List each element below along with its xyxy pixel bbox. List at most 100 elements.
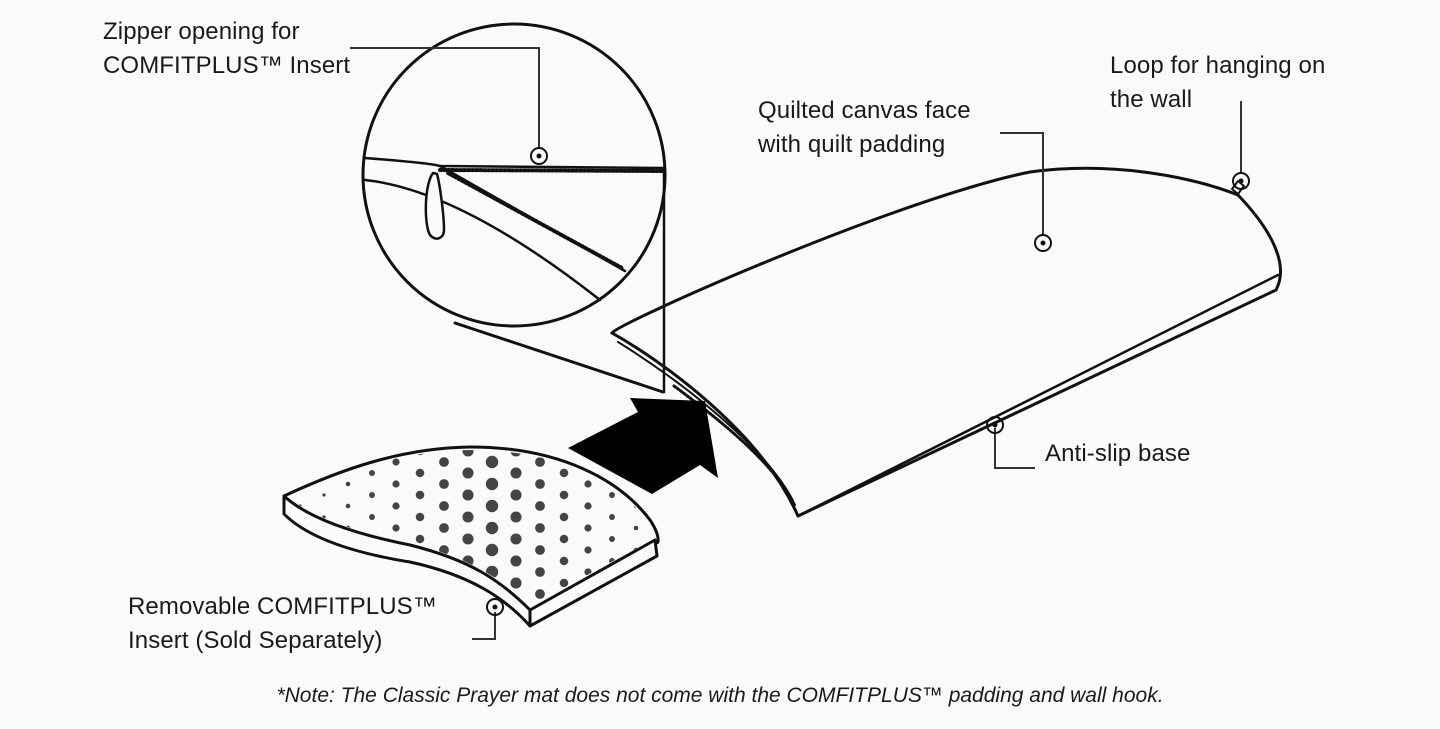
insert-dot	[462, 511, 474, 523]
insert-dot	[439, 501, 449, 511]
insert-dot	[535, 589, 545, 599]
insert-dot	[609, 646, 615, 652]
insert-dot	[462, 450, 474, 457]
leader-antislip	[994, 428, 1035, 469]
insert-dot	[609, 536, 615, 542]
insert-dot	[369, 514, 375, 520]
callout-antislip-line1: Anti-slip base	[1045, 440, 1191, 467]
target-marker-insert	[486, 598, 504, 616]
insert-dot	[462, 621, 473, 632]
insert-dot	[584, 612, 591, 619]
mat-edge-line	[363, 178, 602, 302]
insert-dot	[634, 636, 639, 641]
insert-dot	[298, 482, 302, 486]
callout-insert-line2: Insert (Sold Separately)	[128, 627, 383, 654]
insert-dot	[298, 570, 302, 574]
insert-side	[282, 494, 659, 628]
insert-dot	[535, 545, 545, 555]
insert-dot	[322, 450, 326, 453]
insert-dot	[392, 480, 400, 488]
insert-dot	[439, 633, 449, 643]
insert-dot	[322, 669, 325, 672]
insert-dot	[392, 546, 400, 554]
wall-loop-icon	[1231, 180, 1245, 195]
insert-dot	[535, 501, 545, 511]
insert-dot	[535, 479, 545, 489]
target-marker-loop	[1232, 172, 1250, 190]
insert-dot	[369, 450, 375, 454]
insert-dot	[510, 555, 522, 567]
insert-dot	[486, 434, 498, 446]
zipper-magnifier	[361, 22, 667, 394]
insert-direction-arrow-icon	[568, 398, 718, 494]
callout-quilted-face: Quilted canvas face with quilt padding	[758, 94, 971, 162]
leader-quilted	[1000, 132, 1044, 235]
insert-dot	[535, 435, 545, 445]
insert-dot	[369, 580, 375, 586]
zipper-teeth-diag	[446, 171, 624, 270]
insert-dot	[345, 569, 351, 575]
insert-dot	[559, 450, 569, 456]
insert-dot	[535, 567, 545, 577]
insert-dot	[486, 654, 498, 666]
insert-dot	[633, 591, 639, 597]
insert-dot	[322, 581, 326, 585]
insert-dot	[609, 668, 615, 674]
zipper-pull-icon	[424, 171, 446, 240]
insert-dot	[369, 470, 375, 476]
insert-dot	[462, 599, 474, 606]
callout-removable-insert: Removable COMFITPLUS™ Insert (Sold Separ…	[128, 590, 437, 658]
insert-dot	[510, 533, 522, 545]
target-marker-antislip	[986, 416, 1004, 434]
insert-dot	[485, 477, 499, 491]
insert-dot	[658, 669, 661, 672]
insert-dot	[559, 512, 569, 522]
insert-dot	[415, 512, 425, 522]
insert-dot	[658, 515, 661, 518]
insert-dot	[633, 569, 639, 575]
insert-dot	[416, 667, 425, 676]
insert-dot	[392, 458, 400, 466]
insert-dot	[439, 523, 449, 533]
insert-dot	[415, 578, 425, 588]
insert-dot	[392, 524, 400, 532]
insert-dot	[633, 525, 639, 531]
insert-dot	[369, 668, 375, 674]
insert-dot	[439, 655, 449, 665]
insert-dot	[584, 656, 591, 663]
insert-dot	[439, 589, 449, 599]
insert-dot	[658, 647, 661, 650]
zipper-teeth-top	[438, 168, 666, 173]
callout-loop-line2: the wall	[1110, 86, 1193, 113]
callout-quilted-line1: Quilted canvas face	[758, 97, 971, 124]
insert-dot	[510, 467, 522, 479]
insert-dot	[485, 455, 499, 469]
insert-dot	[658, 603, 661, 606]
insert-dot	[346, 438, 351, 443]
insert-dot	[510, 665, 521, 676]
insert-dot	[345, 503, 351, 509]
insert-dot	[298, 460, 302, 464]
insert-dot	[535, 457, 545, 467]
insert-dot	[559, 578, 569, 588]
target-marker-zipper	[530, 147, 548, 165]
callout-zipper-line1: Zipper opening for	[103, 18, 300, 45]
mat-zipper-teeth	[672, 384, 794, 502]
insert-dot	[322, 471, 326, 475]
callout-zipper-line2: COMFITPLUS™ Insert	[103, 52, 351, 79]
callout-quilted-line2: with quilt padding	[758, 131, 946, 158]
callout-zipper-opening: Zipper opening for COMFITPLUS™ Insert	[103, 15, 350, 83]
callout-insert-line1: Removable COMFITPLUS™	[128, 593, 437, 620]
insert-dot	[634, 658, 639, 663]
mat-top-outline	[610, 166, 1282, 518]
insert-dot	[510, 621, 521, 632]
insert-dot	[634, 614, 639, 619]
insert-dot	[369, 558, 375, 564]
insert-dot	[584, 502, 592, 510]
mat-base-line	[796, 273, 1280, 518]
insert-dot	[559, 490, 569, 500]
insert-dot	[462, 467, 474, 479]
insert-dot	[559, 468, 569, 478]
callout-wall-loop: Loop for hanging on the wall	[1110, 49, 1325, 117]
